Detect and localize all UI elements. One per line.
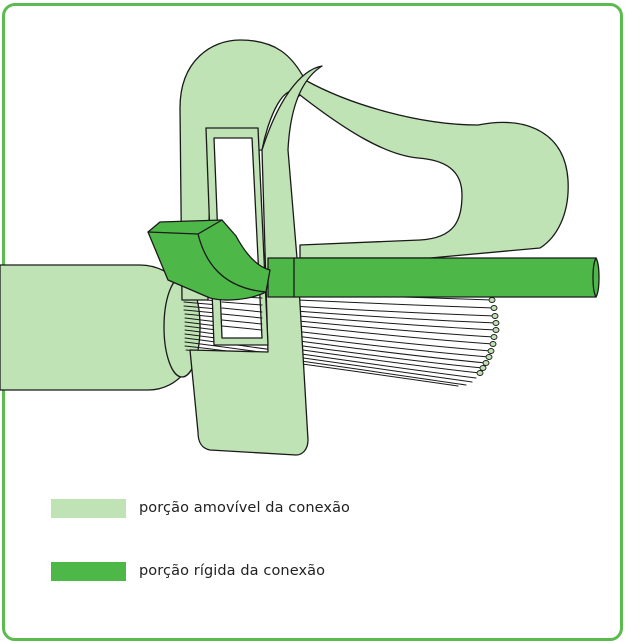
legend-label-removable: porção amovível da conexão (139, 500, 351, 516)
wire-strand-tips (476, 297, 500, 376)
legend-item-removable: porção amovível da conexão (51, 498, 350, 518)
legend-swatch-removable (51, 498, 126, 518)
rigid-hook-face (147, 231, 267, 293)
legend-swatch-rigid (51, 561, 126, 581)
legend-label-rigid: porção rígida da conexão (139, 563, 326, 579)
rigid-bar-end (592, 257, 597, 298)
removable-clip-strap (189, 65, 323, 456)
removable-clip-body (179, 39, 569, 301)
connector-illustration (0, 39, 600, 456)
legend-item-rigid: porção rígida da conexão (51, 561, 325, 581)
rigid-hook-top (197, 219, 223, 235)
rigid-bar (267, 257, 600, 298)
